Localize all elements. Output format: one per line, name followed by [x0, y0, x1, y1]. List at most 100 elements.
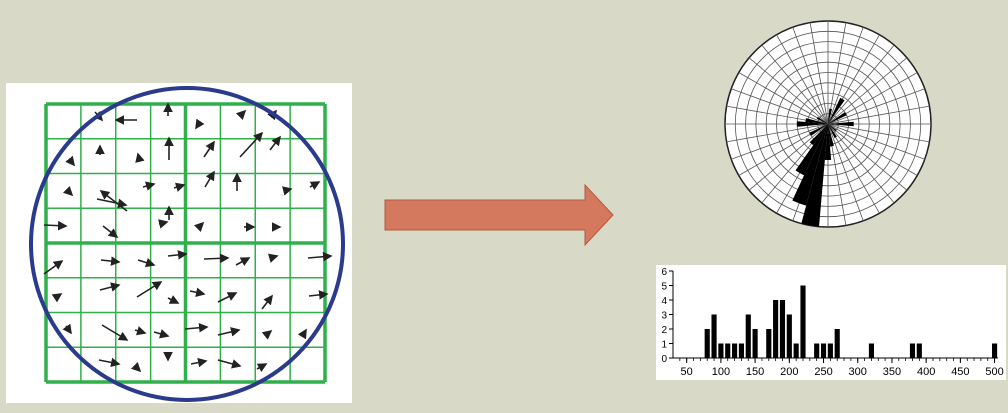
histogram-bar — [992, 343, 998, 358]
vector-arrow — [135, 152, 145, 163]
rose-spoke — [748, 123, 829, 191]
rose-spoke — [827, 123, 918, 176]
vector-arrow — [261, 294, 273, 310]
histogram-bar — [820, 343, 827, 358]
histogram-bar — [800, 285, 806, 358]
rose-petal — [809, 124, 828, 136]
vector-arrow — [134, 326, 147, 336]
vector-arrow — [189, 287, 206, 298]
y-tick-label: 1 — [661, 340, 667, 351]
rose-petal — [828, 97, 845, 124]
y-tick-label: 3 — [661, 311, 667, 322]
rose-spoke — [827, 44, 895, 125]
direction-rose — [724, 20, 932, 228]
y-tick-label: 2 — [661, 325, 667, 336]
vector-arrow — [100, 256, 121, 266]
histogram-bar — [711, 314, 717, 358]
rose-spoke — [827, 123, 895, 204]
vector-arrow — [308, 290, 329, 300]
vector-arrow — [101, 324, 129, 341]
vector-arrow — [239, 131, 264, 158]
histogram-bar — [745, 314, 751, 358]
x-tick-label: 350 — [883, 366, 901, 378]
rose-spoke — [776, 34, 829, 125]
rose-petal — [809, 124, 828, 146]
flow-arrow — [384, 183, 614, 247]
vector-arrow — [309, 181, 321, 191]
vector-arrow — [142, 181, 156, 191]
vector-arrows — [43, 102, 333, 373]
vector-arrow — [203, 253, 230, 264]
rose-petal — [828, 124, 837, 132]
vector-arrow — [193, 221, 205, 233]
rose-petal — [801, 124, 828, 227]
vector-arrow — [261, 330, 273, 340]
vector-arrow — [267, 253, 279, 263]
vector-arrow — [217, 359, 242, 369]
vector-arrow — [204, 170, 215, 188]
vector-arrow — [167, 250, 188, 260]
vector-arrow — [297, 328, 307, 340]
x-tick-label: 300 — [849, 366, 867, 378]
vector-arrow — [130, 361, 142, 373]
rose-petal — [828, 121, 854, 127]
rose-spoke — [761, 44, 829, 125]
rose-spoke — [827, 123, 880, 214]
rose-spoke — [809, 22, 829, 125]
rose-petal — [828, 124, 834, 147]
vector-arrow — [99, 282, 121, 292]
histogram-bar — [718, 343, 724, 358]
rose-petal — [828, 112, 847, 124]
rose-spoke — [748, 57, 829, 125]
histogram-bar — [725, 343, 731, 358]
vector-arrow — [217, 292, 238, 303]
vector-arrow — [136, 281, 163, 298]
vector-arrow — [235, 109, 247, 121]
vector-arrow — [65, 155, 75, 167]
rose-spoke — [827, 57, 908, 125]
rose-spoke — [827, 105, 930, 125]
vector-arrow — [190, 357, 208, 368]
histogram-bar — [916, 343, 922, 358]
vector-arrow — [167, 295, 180, 304]
rose-petal — [792, 124, 828, 206]
rose-petal — [816, 116, 828, 124]
vector-arrow — [307, 251, 333, 262]
y-tick-label: 4 — [661, 296, 667, 307]
histogram-panel — [656, 265, 1006, 380]
histogram-bar — [909, 343, 916, 358]
histogram-bar — [732, 343, 738, 358]
y-tick-label: 6 — [661, 267, 667, 278]
x-tick-label: 200 — [780, 366, 798, 378]
rose-spoke — [827, 123, 925, 160]
x-tick-label: 500 — [985, 366, 1003, 378]
vector-arrow — [184, 322, 209, 333]
vector-arrow — [235, 257, 251, 267]
histogram-bar — [827, 343, 833, 358]
y-tick-label: 0 — [661, 354, 667, 365]
rose-spoke — [827, 88, 925, 125]
vector-arrow — [99, 190, 128, 212]
vector-arrow — [282, 186, 293, 196]
rose-spoke — [827, 22, 847, 125]
histogram-bar — [779, 300, 786, 358]
vector-arrow — [269, 135, 281, 151]
vector-arrow — [217, 327, 241, 337]
histogram-bar — [834, 329, 840, 358]
vector-arrow — [256, 363, 268, 373]
vector-arrow — [43, 260, 64, 275]
histogram-bar — [786, 314, 792, 358]
vector-arrow — [153, 329, 170, 339]
vector-arrow — [62, 185, 74, 197]
vector-arrow — [51, 293, 63, 303]
histogram-bar — [868, 343, 874, 358]
rose-spoke — [738, 72, 829, 125]
y-tick-label: 5 — [661, 282, 667, 293]
rose-spoke — [792, 27, 829, 125]
histogram-bar — [793, 343, 799, 358]
rose-petal — [795, 124, 828, 176]
vector-arrow — [102, 225, 119, 238]
rose-spoke — [726, 123, 829, 143]
